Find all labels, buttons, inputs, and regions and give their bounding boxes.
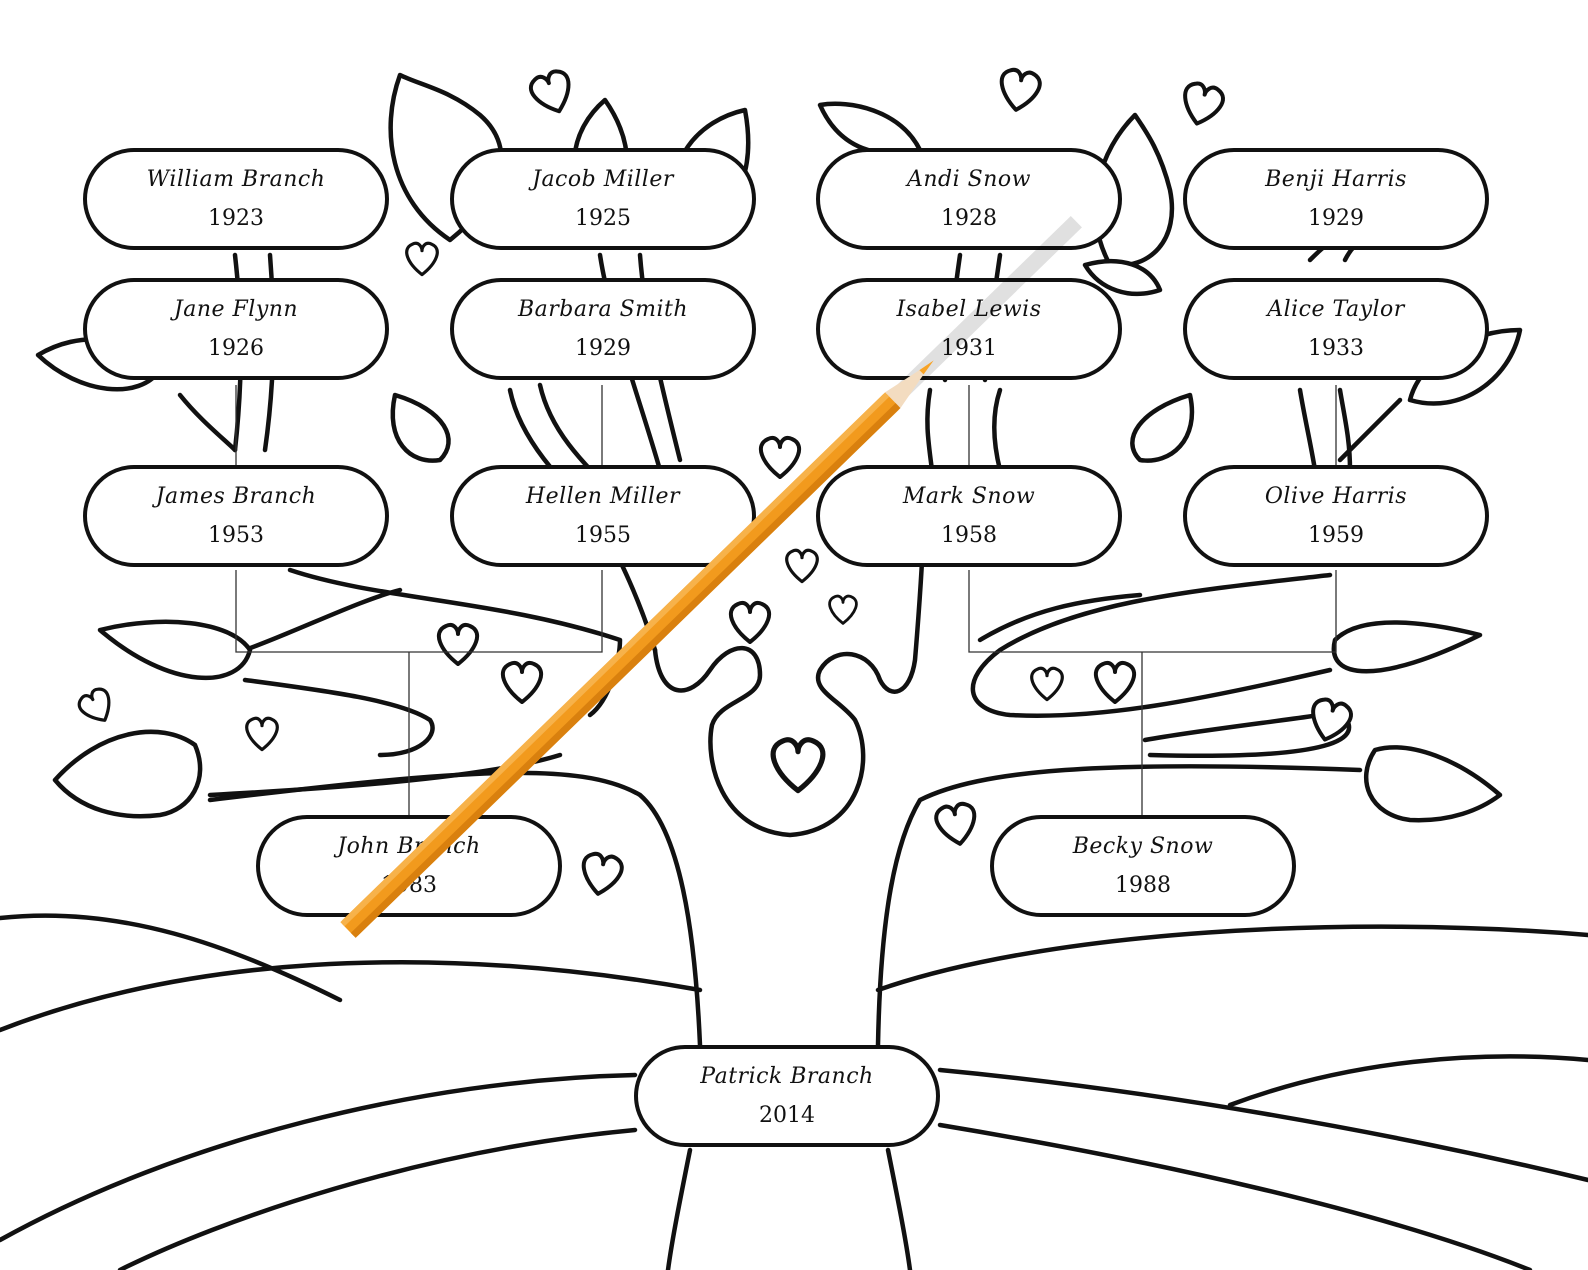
heart-icon	[1093, 661, 1137, 704]
stem-8	[177, 392, 238, 453]
person-name: Hellen Miller	[525, 484, 681, 509]
person-card-john-branch: John Branch 1983	[256, 815, 562, 917]
person-name: James Branch	[155, 484, 317, 509]
person-name: Olive Harris	[1264, 484, 1408, 509]
heart-icon	[500, 661, 544, 704]
person-birth-year: 1959	[1308, 523, 1364, 548]
person-name: Jacob Miller	[532, 167, 674, 192]
heart-icon	[405, 241, 439, 277]
person-card-jane-flynn: Jane Flynn 1926	[83, 278, 389, 380]
person-birth-year: 1929	[1308, 206, 1364, 231]
person-name: William Branch	[146, 167, 326, 192]
stem-4	[925, 387, 1003, 473]
leaf	[1130, 392, 1195, 463]
person-card-william-branch: William Branch 1923	[83, 148, 389, 250]
ribbon-left-bottom	[117, 1127, 638, 1270]
person-name: Becky Snow	[1072, 834, 1214, 859]
person-birth-year: 1933	[1308, 336, 1364, 361]
person-birth-year: 1925	[575, 206, 631, 231]
person-birth-year: 1931	[941, 336, 997, 361]
person-card-james-branch: James Branch 1953	[83, 465, 389, 567]
stem-9	[1337, 397, 1403, 463]
heart-icon	[436, 623, 480, 666]
person-birth-year: 1955	[575, 523, 631, 548]
heart-icon	[528, 69, 571, 114]
heart-icon	[581, 851, 624, 896]
person-card-patrick-branch: Patrick Branch 2014	[634, 1045, 940, 1147]
heart-icon	[245, 716, 279, 752]
person-name: Mark Snow	[902, 484, 1036, 509]
ribbon-right-top	[937, 1067, 1588, 1183]
heart-icon	[728, 601, 772, 644]
person-card-mark-snow: Mark Snow 1958	[816, 465, 1122, 567]
person-name: John Branch	[337, 834, 481, 859]
person-card-olive-harris: Olive Harris 1959	[1183, 465, 1489, 567]
person-card-barbara-smith: Barbara Smith 1929	[450, 278, 756, 380]
heart-icon	[77, 687, 111, 722]
hill-right	[875, 924, 1588, 993]
hill-left-back	[0, 913, 343, 1003]
heart-icon	[828, 594, 858, 625]
leaf	[817, 101, 923, 156]
ribbon-left-top	[0, 1072, 638, 1243]
heart-icon	[785, 548, 819, 584]
person-name: Alice Taylor	[1267, 297, 1405, 322]
person-card-jacob-miller: Jacob Miller 1925	[450, 148, 756, 250]
branch-left-upper2	[242, 587, 403, 653]
leaf	[1082, 259, 1163, 296]
heart-icon	[999, 67, 1042, 112]
trunk-base-left	[665, 1147, 693, 1270]
leaf	[1331, 620, 1483, 674]
heart-icon	[1030, 666, 1064, 702]
person-card-alice-taylor: Alice Taylor 1933	[1183, 278, 1489, 380]
person-card-andi-snow: Andi Snow 1928	[816, 148, 1122, 250]
person-name: Barbara Smith	[517, 297, 689, 322]
hill-left	[0, 959, 703, 1033]
heart-icon	[1183, 81, 1225, 126]
trunk-base-right	[885, 1147, 913, 1270]
ribbon-right-bottom	[937, 1122, 1533, 1270]
leaf	[1363, 745, 1503, 823]
heart-icon	[770, 737, 826, 794]
heart-icon	[1311, 697, 1353, 742]
person-birth-year: 1983	[381, 873, 437, 898]
person-card-benji-harris: Benji Harris 1929	[1183, 148, 1489, 250]
hill-right-front	[1227, 1054, 1588, 1108]
branch-left-mid	[242, 677, 435, 758]
person-birth-year: 1923	[208, 206, 264, 231]
person-birth-year: 1988	[1115, 873, 1171, 898]
person-card-hellen-miller: Hellen Miller 1955	[450, 465, 756, 567]
leaf	[390, 392, 451, 463]
person-birth-year: 2014	[759, 1103, 815, 1128]
leaf	[97, 619, 253, 681]
person-card-isabel-lewis: Isabel Lewis 1931	[816, 278, 1122, 380]
person-birth-year: 1958	[941, 523, 997, 548]
heart-icon	[758, 436, 802, 479]
person-name: Andi Snow	[907, 167, 1031, 192]
branch-right-upper	[970, 572, 1333, 719]
person-name: Jane Flynn	[173, 297, 299, 322]
person-name: Patrick Branch	[700, 1064, 874, 1089]
person-birth-year: 1953	[208, 523, 264, 548]
branch-right-upper2	[977, 592, 1143, 643]
heart-icon	[934, 801, 977, 846]
person-card-becky-snow: Becky Snow 1988	[990, 815, 1296, 917]
person-birth-year: 1928	[941, 206, 997, 231]
person-name: Isabel Lewis	[896, 297, 1042, 322]
person-birth-year: 1926	[208, 336, 264, 361]
leaf	[52, 729, 203, 819]
stem-6	[1297, 387, 1353, 473]
person-name: Benji Harris	[1265, 167, 1407, 192]
person-birth-year: 1929	[575, 336, 631, 361]
